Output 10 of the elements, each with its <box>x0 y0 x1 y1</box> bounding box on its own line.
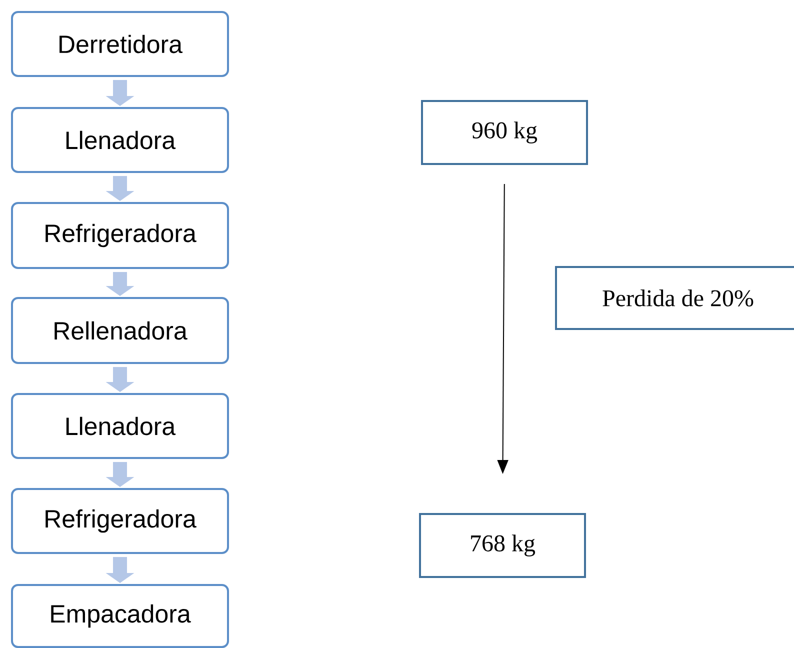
process-box: Rellenadora <box>11 297 229 364</box>
mass-box: 768 kg <box>419 513 586 578</box>
process-box: Llenadora <box>11 107 229 173</box>
process-box: Derretidora <box>11 11 229 77</box>
process-box: Refrigeradora <box>11 202 229 269</box>
process-box: Empacadora <box>11 584 229 648</box>
note-box: Perdida de 20% <box>555 266 794 330</box>
process-box: Llenadora <box>11 393 229 459</box>
mass-box: 960 kg <box>421 100 588 165</box>
process-box: Refrigeradora <box>11 488 229 554</box>
